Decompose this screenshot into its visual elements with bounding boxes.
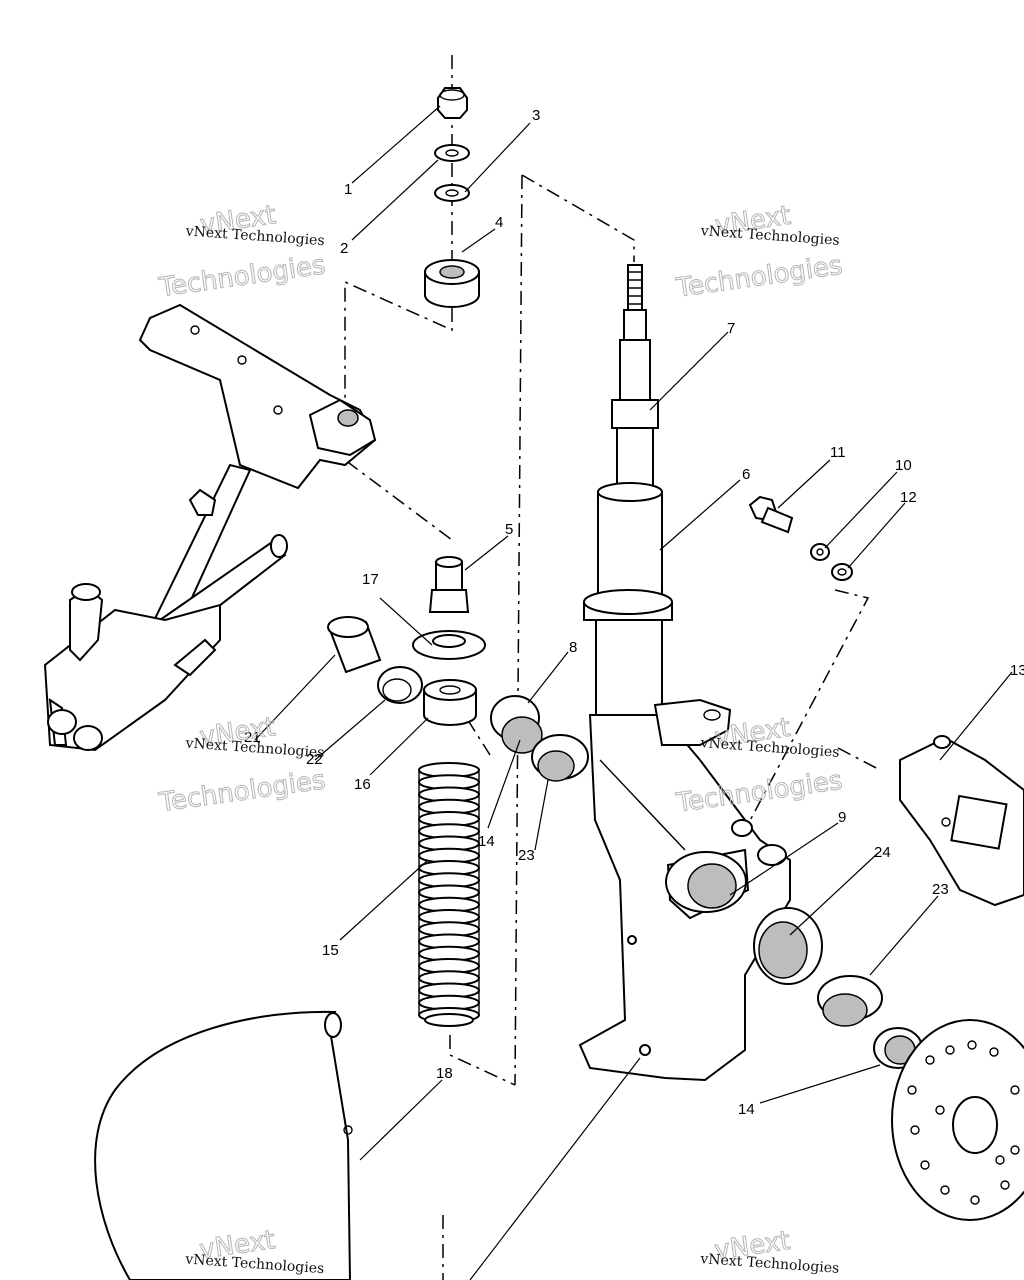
svg-text:Technologies: Technologies bbox=[674, 251, 845, 304]
watermark-middle-left: vNext vNext Technologies Technologies bbox=[156, 712, 328, 819]
coil-spring bbox=[418, 762, 480, 1027]
washer-upper bbox=[434, 144, 470, 162]
watermarks: vNext vNext Technologies Technologies vN… bbox=[156, 200, 845, 1278]
callout-2: 2 bbox=[340, 240, 348, 257]
callout-7: 7 bbox=[727, 320, 735, 337]
flat-washer bbox=[831, 563, 853, 581]
spring-seat-washer bbox=[412, 630, 486, 660]
callout-14-lower: 14 bbox=[738, 1101, 755, 1118]
callouts: 1 2 3 4 5 6 7 8 9 10 11 12 13 14 14 15 1… bbox=[244, 107, 1024, 1118]
spring-bushing bbox=[423, 679, 477, 726]
pivot-pin bbox=[327, 616, 382, 674]
svg-text:Technologies: Technologies bbox=[157, 250, 328, 303]
callout-8: 8 bbox=[569, 639, 577, 656]
leader-lines bbox=[254, 105, 1013, 1280]
callout-5: 5 bbox=[505, 521, 513, 538]
callout-15: 15 bbox=[322, 942, 339, 959]
callout-1: 1 bbox=[344, 181, 352, 198]
callout-3: 3 bbox=[532, 107, 540, 124]
strut-shaft bbox=[611, 264, 659, 504]
washer-lower bbox=[434, 184, 470, 202]
svg-text:vNext Technologies: vNext Technologies bbox=[184, 735, 325, 761]
splash-shield bbox=[94, 1010, 353, 1280]
top-bushing bbox=[424, 259, 480, 308]
callout-9: 9 bbox=[838, 809, 846, 826]
svg-text:Technologies: Technologies bbox=[157, 765, 328, 818]
callout-4: 4 bbox=[495, 214, 503, 231]
grease-seal bbox=[753, 907, 823, 985]
spring-end-cap bbox=[424, 1013, 474, 1027]
callout-23-lower: 23 bbox=[932, 881, 949, 898]
bearing-cone-inner bbox=[490, 695, 543, 754]
svg-text:vNext Technologies: vNext Technologies bbox=[699, 1251, 840, 1277]
nut bbox=[437, 87, 468, 119]
callout-17: 17 bbox=[362, 571, 379, 588]
bearing-race-inner bbox=[531, 734, 589, 782]
callout-6: 6 bbox=[742, 466, 750, 483]
watermark-top-right: vNext vNext Technologies Technologies bbox=[673, 200, 845, 304]
brake-disc bbox=[891, 1019, 1024, 1221]
callout-21: 21 bbox=[244, 729, 261, 746]
steering-knuckle bbox=[578, 698, 791, 1082]
callout-13: 13 bbox=[1010, 662, 1024, 679]
caliper-bolt bbox=[748, 495, 794, 534]
watermark-top-left: vNext vNext Technologies Technologies bbox=[156, 200, 328, 304]
callout-12: 12 bbox=[900, 489, 917, 506]
strut-body bbox=[583, 482, 673, 721]
callout-10: 10 bbox=[895, 457, 912, 474]
callout-22: 22 bbox=[306, 751, 323, 768]
callout-18: 18 bbox=[436, 1065, 453, 1082]
bearing-cone-outer bbox=[873, 1027, 923, 1069]
brake-caliper bbox=[899, 735, 1024, 907]
callout-11: 11 bbox=[830, 444, 846, 461]
pivot-bushing bbox=[377, 666, 423, 704]
lock-washer bbox=[810, 543, 830, 561]
callout-23-upper: 23 bbox=[518, 847, 535, 864]
callout-24: 24 bbox=[874, 844, 891, 861]
assembly-centerlines bbox=[344, 55, 881, 1280]
spacer-nut bbox=[428, 556, 470, 613]
bearing-race-outer bbox=[817, 975, 883, 1027]
a-arm-frame bbox=[43, 303, 377, 752]
watermark-bottom-right: vNext vNext Technologies bbox=[699, 1225, 840, 1277]
callout-14-upper: 14 bbox=[478, 833, 495, 850]
callout-16: 16 bbox=[354, 776, 371, 793]
